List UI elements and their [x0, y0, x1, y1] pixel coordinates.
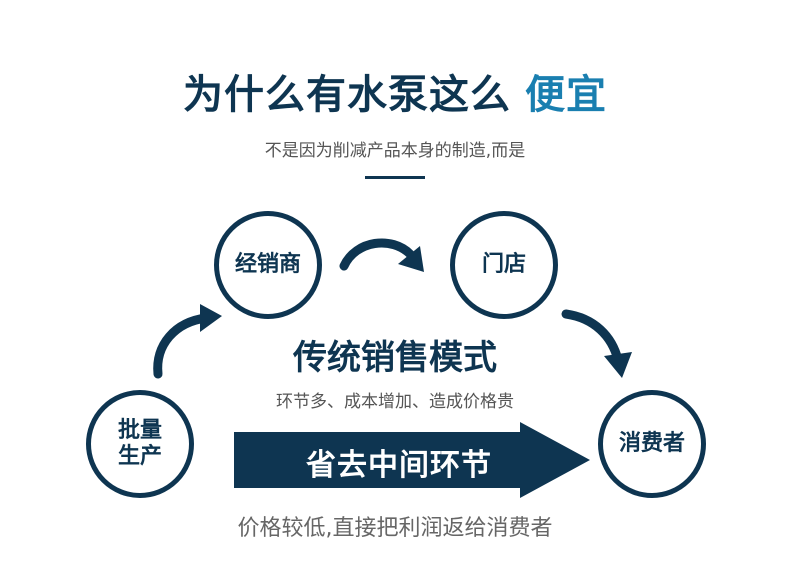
node-store-label: 门店: [481, 251, 526, 277]
node-mass-production-label-line2: 生产: [117, 444, 162, 469]
title-main: 为什么有水泵这么: [183, 72, 511, 118]
node-distributor: 经销商: [214, 211, 322, 319]
page-title: 为什么有水泵这么便宜: [0, 62, 790, 120]
node-mass-production-label-line1: 批量: [117, 417, 162, 443]
node-store: 门店: [450, 211, 558, 319]
node-mass-production: 批量 生产: [86, 390, 194, 498]
banner-label: 省去中间环节: [306, 448, 492, 483]
curved-arrow-icon: [339, 238, 424, 272]
page-subtitle: 不是因为削减产品本身的制造,而是: [264, 141, 526, 161]
curved-arrow-icon: [153, 304, 222, 379]
traditional-mode-description: 环节多、成本增加、造成价格贵: [276, 392, 514, 412]
bottom-note: 价格较低,直接把利润返给消费者: [237, 516, 553, 541]
node-consumer-label: 消费者: [618, 430, 685, 456]
title-divider: [365, 176, 425, 179]
title-highlight: 便宜: [525, 72, 607, 118]
banner-arrow-shape: [234, 422, 590, 498]
traditional-mode-title: 传统销售模式: [293, 338, 497, 378]
node-distributor-label: 经销商: [234, 251, 301, 277]
curved-arrow-icon: [561, 309, 632, 378]
node-consumer: 消费者: [598, 390, 706, 498]
